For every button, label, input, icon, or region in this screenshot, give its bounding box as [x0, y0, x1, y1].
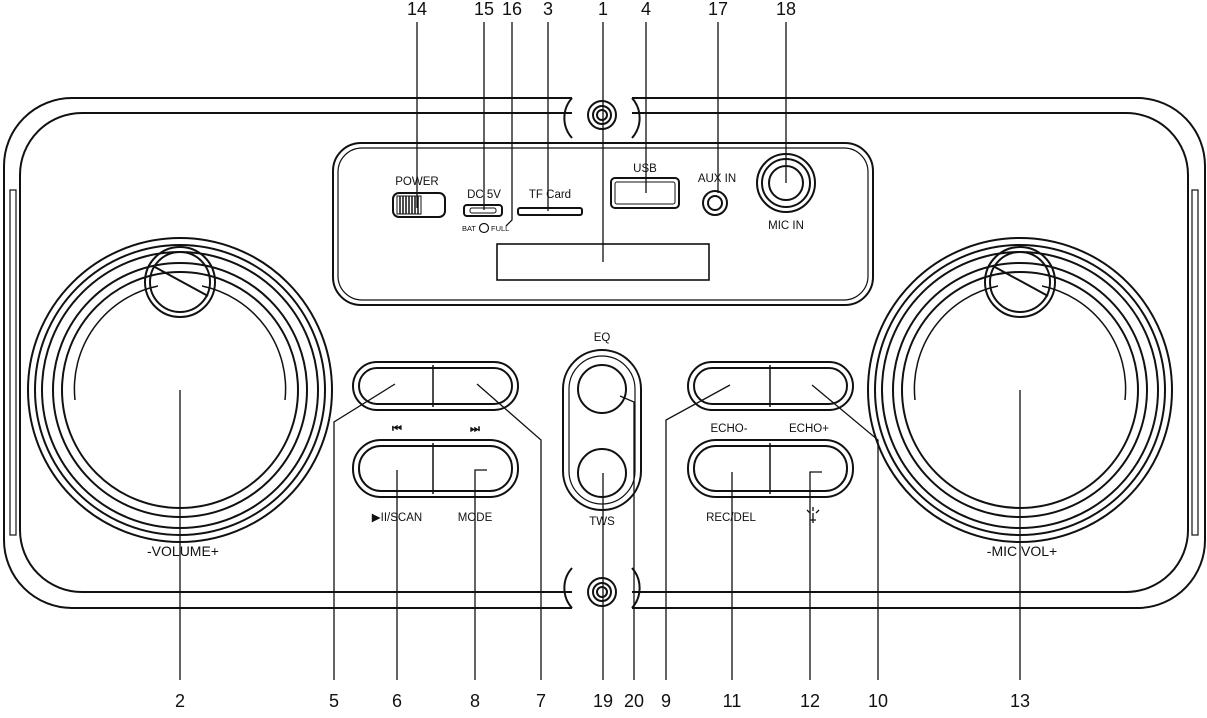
aux-in-jack[interactable] — [702, 190, 728, 216]
callout-17: 17 — [708, 0, 728, 19]
eq-tws-group — [562, 349, 642, 511]
usb-port[interactable] — [610, 177, 680, 209]
mode-label: MODE — [458, 512, 493, 524]
callout-14: 14 — [407, 0, 427, 19]
callout-1: 1 — [598, 0, 608, 19]
left-speaker-knob[interactable] — [27, 237, 333, 543]
echo-plus-label: ECHO+ — [789, 423, 829, 435]
full-label: FULL — [491, 224, 509, 233]
mic-vol-label: -MIC VOL+ — [987, 543, 1057, 559]
callout-4: 4 — [641, 0, 651, 19]
callout-3: 3 — [543, 0, 553, 19]
bottom-screw — [563, 567, 641, 609]
callout-6: 6 — [392, 691, 402, 711]
usb-label: USB — [633, 163, 657, 175]
dc-5v-port[interactable] — [463, 204, 503, 217]
tf-card-slot[interactable] — [517, 207, 583, 216]
right-button-group — [687, 361, 854, 498]
callout-numbers: 14 15 16 3 1 4 17 18 2 5 6 8 7 19 20 9 1… — [175, 0, 1030, 711]
aux-in-label: AUX IN — [698, 173, 736, 185]
callout-11: 11 — [723, 691, 742, 711]
callout-13: 13 — [1010, 691, 1030, 711]
speaker-body — [3, 97, 1207, 609]
callout-16: 16 — [502, 0, 522, 19]
eq-button[interactable] — [577, 364, 627, 414]
callout-20: 20 — [624, 691, 644, 711]
callout-7: 7 — [536, 691, 546, 711]
panel-labels: POWER DC 5V BAT FULL TF Card USB AUX IN … — [147, 163, 1057, 559]
callout-18: 18 — [776, 0, 796, 19]
bat-label: BAT — [462, 224, 476, 233]
callout-19: 19 — [593, 691, 613, 711]
callout-15: 15 — [474, 0, 494, 19]
power-switch[interactable] — [392, 192, 446, 218]
light-bulb-icon — [806, 507, 820, 523]
tws-label: TWS — [589, 516, 615, 528]
tws-button[interactable] — [577, 448, 627, 498]
volume-label: -VOLUME+ — [147, 543, 219, 559]
top-screw — [563, 97, 641, 139]
callout-9: 9 — [661, 691, 671, 711]
tf-card-label: TF Card — [529, 189, 571, 201]
callout-8: 8 — [470, 691, 480, 711]
rec-del-label: REC/DEL — [706, 512, 756, 524]
skip-back-icon: ⏮ — [392, 422, 402, 435]
callout-leader-lines — [179, 22, 1021, 680]
power-label: POWER — [395, 176, 438, 188]
dc-5v-label: DC 5V — [467, 189, 501, 201]
skip-forward-icon: ⏭ — [470, 422, 480, 435]
callout-12: 12 — [800, 691, 820, 711]
callout-2: 2 — [175, 691, 185, 711]
mic-in-label: MIC IN — [768, 220, 804, 232]
battery-led — [478, 222, 490, 234]
play-scan-label: ▶II/SCAN — [372, 512, 422, 524]
callout-10: 10 — [868, 691, 888, 711]
echo-minus-label: ECHO- — [710, 423, 747, 435]
left-button-group — [352, 361, 519, 498]
callout-5: 5 — [329, 691, 339, 711]
eq-label: EQ — [594, 332, 611, 344]
